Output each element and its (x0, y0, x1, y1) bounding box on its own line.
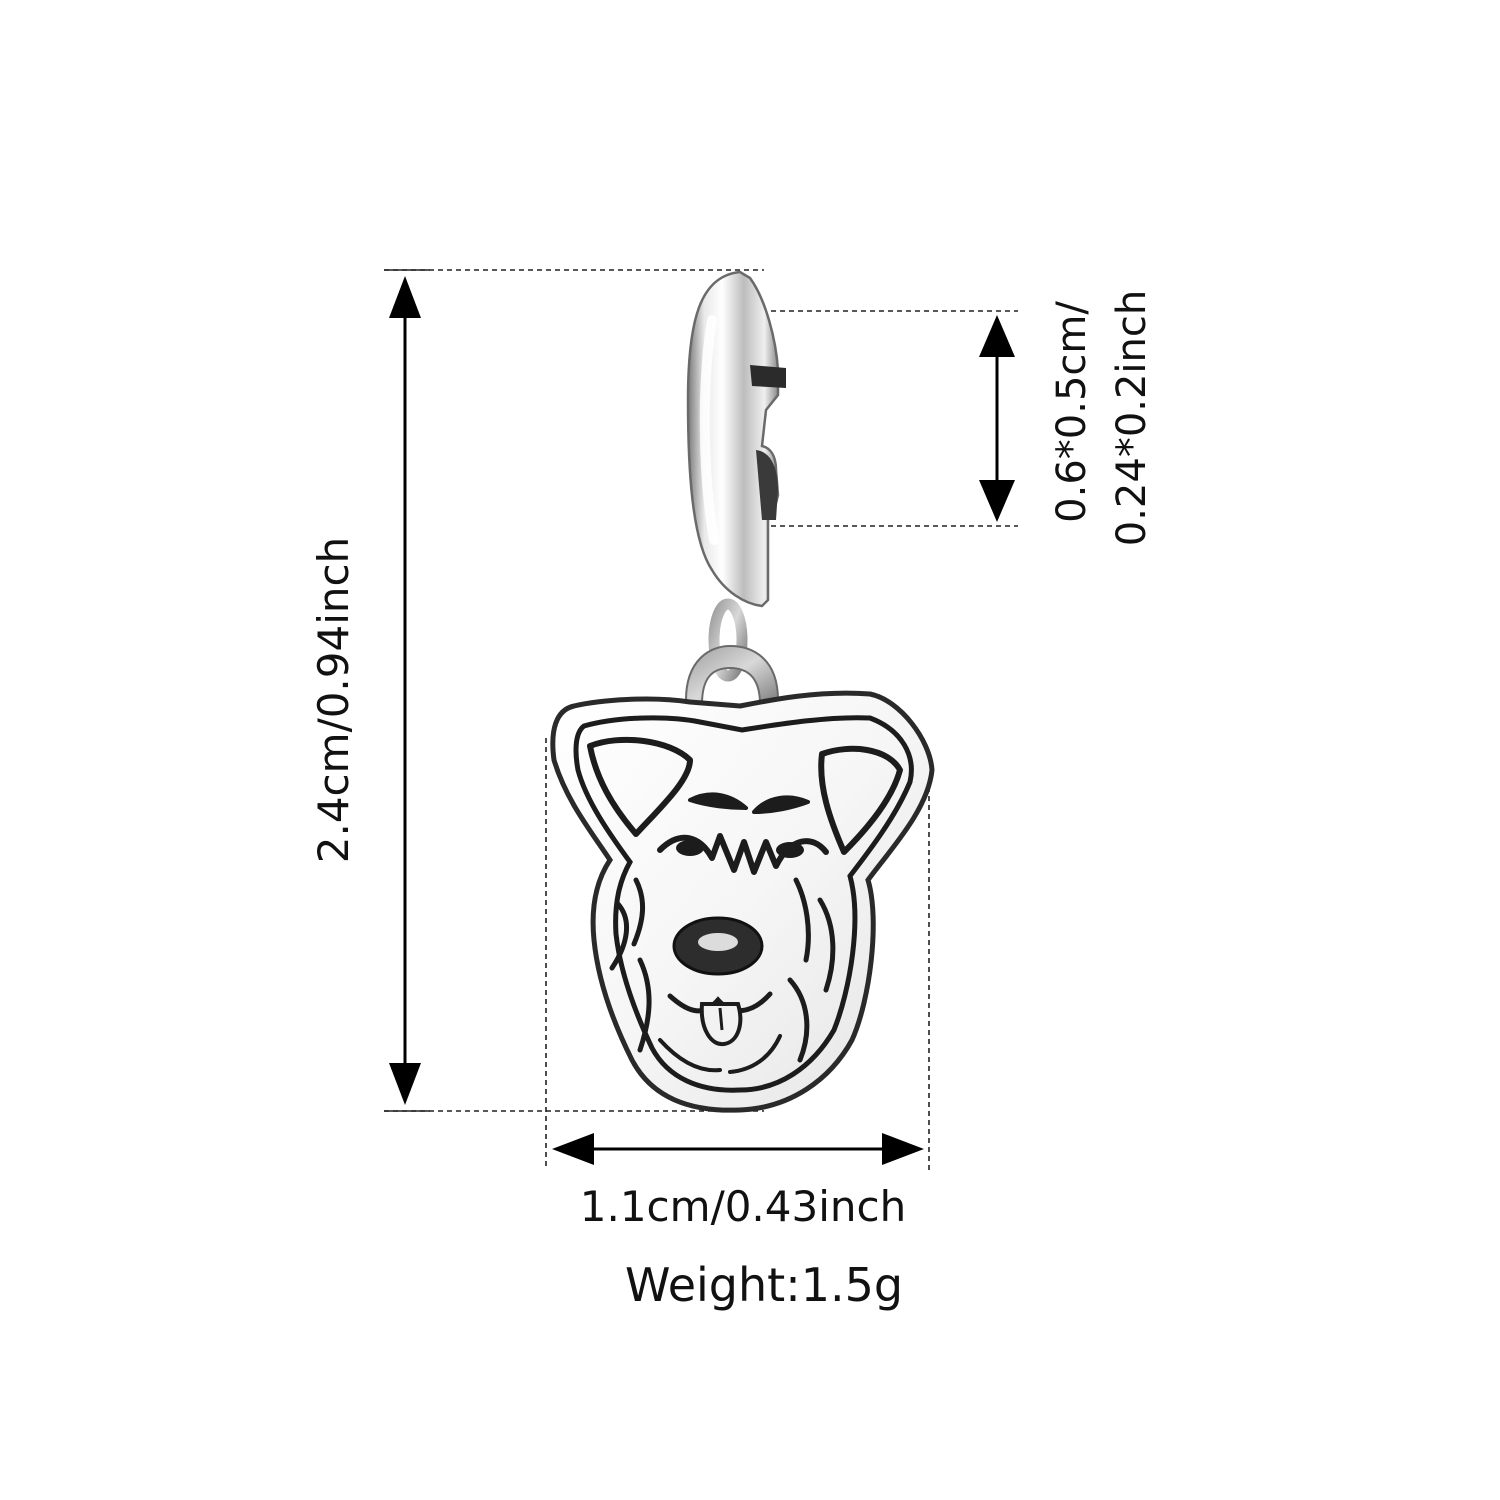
beard (658, 1034, 782, 1074)
height-arrow-up (389, 276, 421, 318)
clasp-dimension-label-cm: 0.6*0.5cm/ (1049, 301, 1095, 523)
clasp-arrow-up (979, 315, 1015, 357)
clasp-inner-slot (750, 365, 786, 388)
weight-label: Weight:1.5g (624, 1258, 904, 1312)
clasp-arrow-down (979, 480, 1015, 522)
right-ear-engraving (818, 745, 903, 855)
brow-fringe (657, 833, 829, 875)
width-arrow-left (552, 1133, 594, 1165)
width-dimension-label: 1.1cm/0.43inch (579, 1182, 907, 1231)
clasp-highlight (699, 315, 719, 545)
fur-right (787, 877, 836, 1063)
lobster-clasp (686, 270, 786, 682)
eyebrow-left (688, 792, 748, 810)
connector-ring (708, 598, 748, 682)
fur-left (609, 877, 652, 1053)
eye-right (776, 842, 804, 858)
clasp-dimension (762, 310, 1018, 527)
schnauzer-pendant (550, 644, 935, 1113)
pendant-plate (550, 690, 935, 1113)
height-arrow-down (389, 1063, 421, 1105)
clasp-dimension-label-inch: 0.24*0.2inch (1109, 289, 1155, 547)
tongue-line (718, 1007, 724, 1031)
nose-highlight (698, 933, 738, 951)
eye-left (676, 840, 704, 856)
height-dimension (384, 269, 764, 1112)
height-dimension-label: 2.4cm/0.94inch (309, 536, 358, 864)
pendant-inner-outline (573, 715, 914, 1093)
mouth (667, 991, 773, 1014)
eyebrow-right (752, 795, 810, 814)
left-ear-engraving (587, 736, 693, 837)
clasp-gate (756, 450, 778, 520)
width-arrow-right (882, 1133, 924, 1165)
width-dimension (545, 738, 930, 1170)
